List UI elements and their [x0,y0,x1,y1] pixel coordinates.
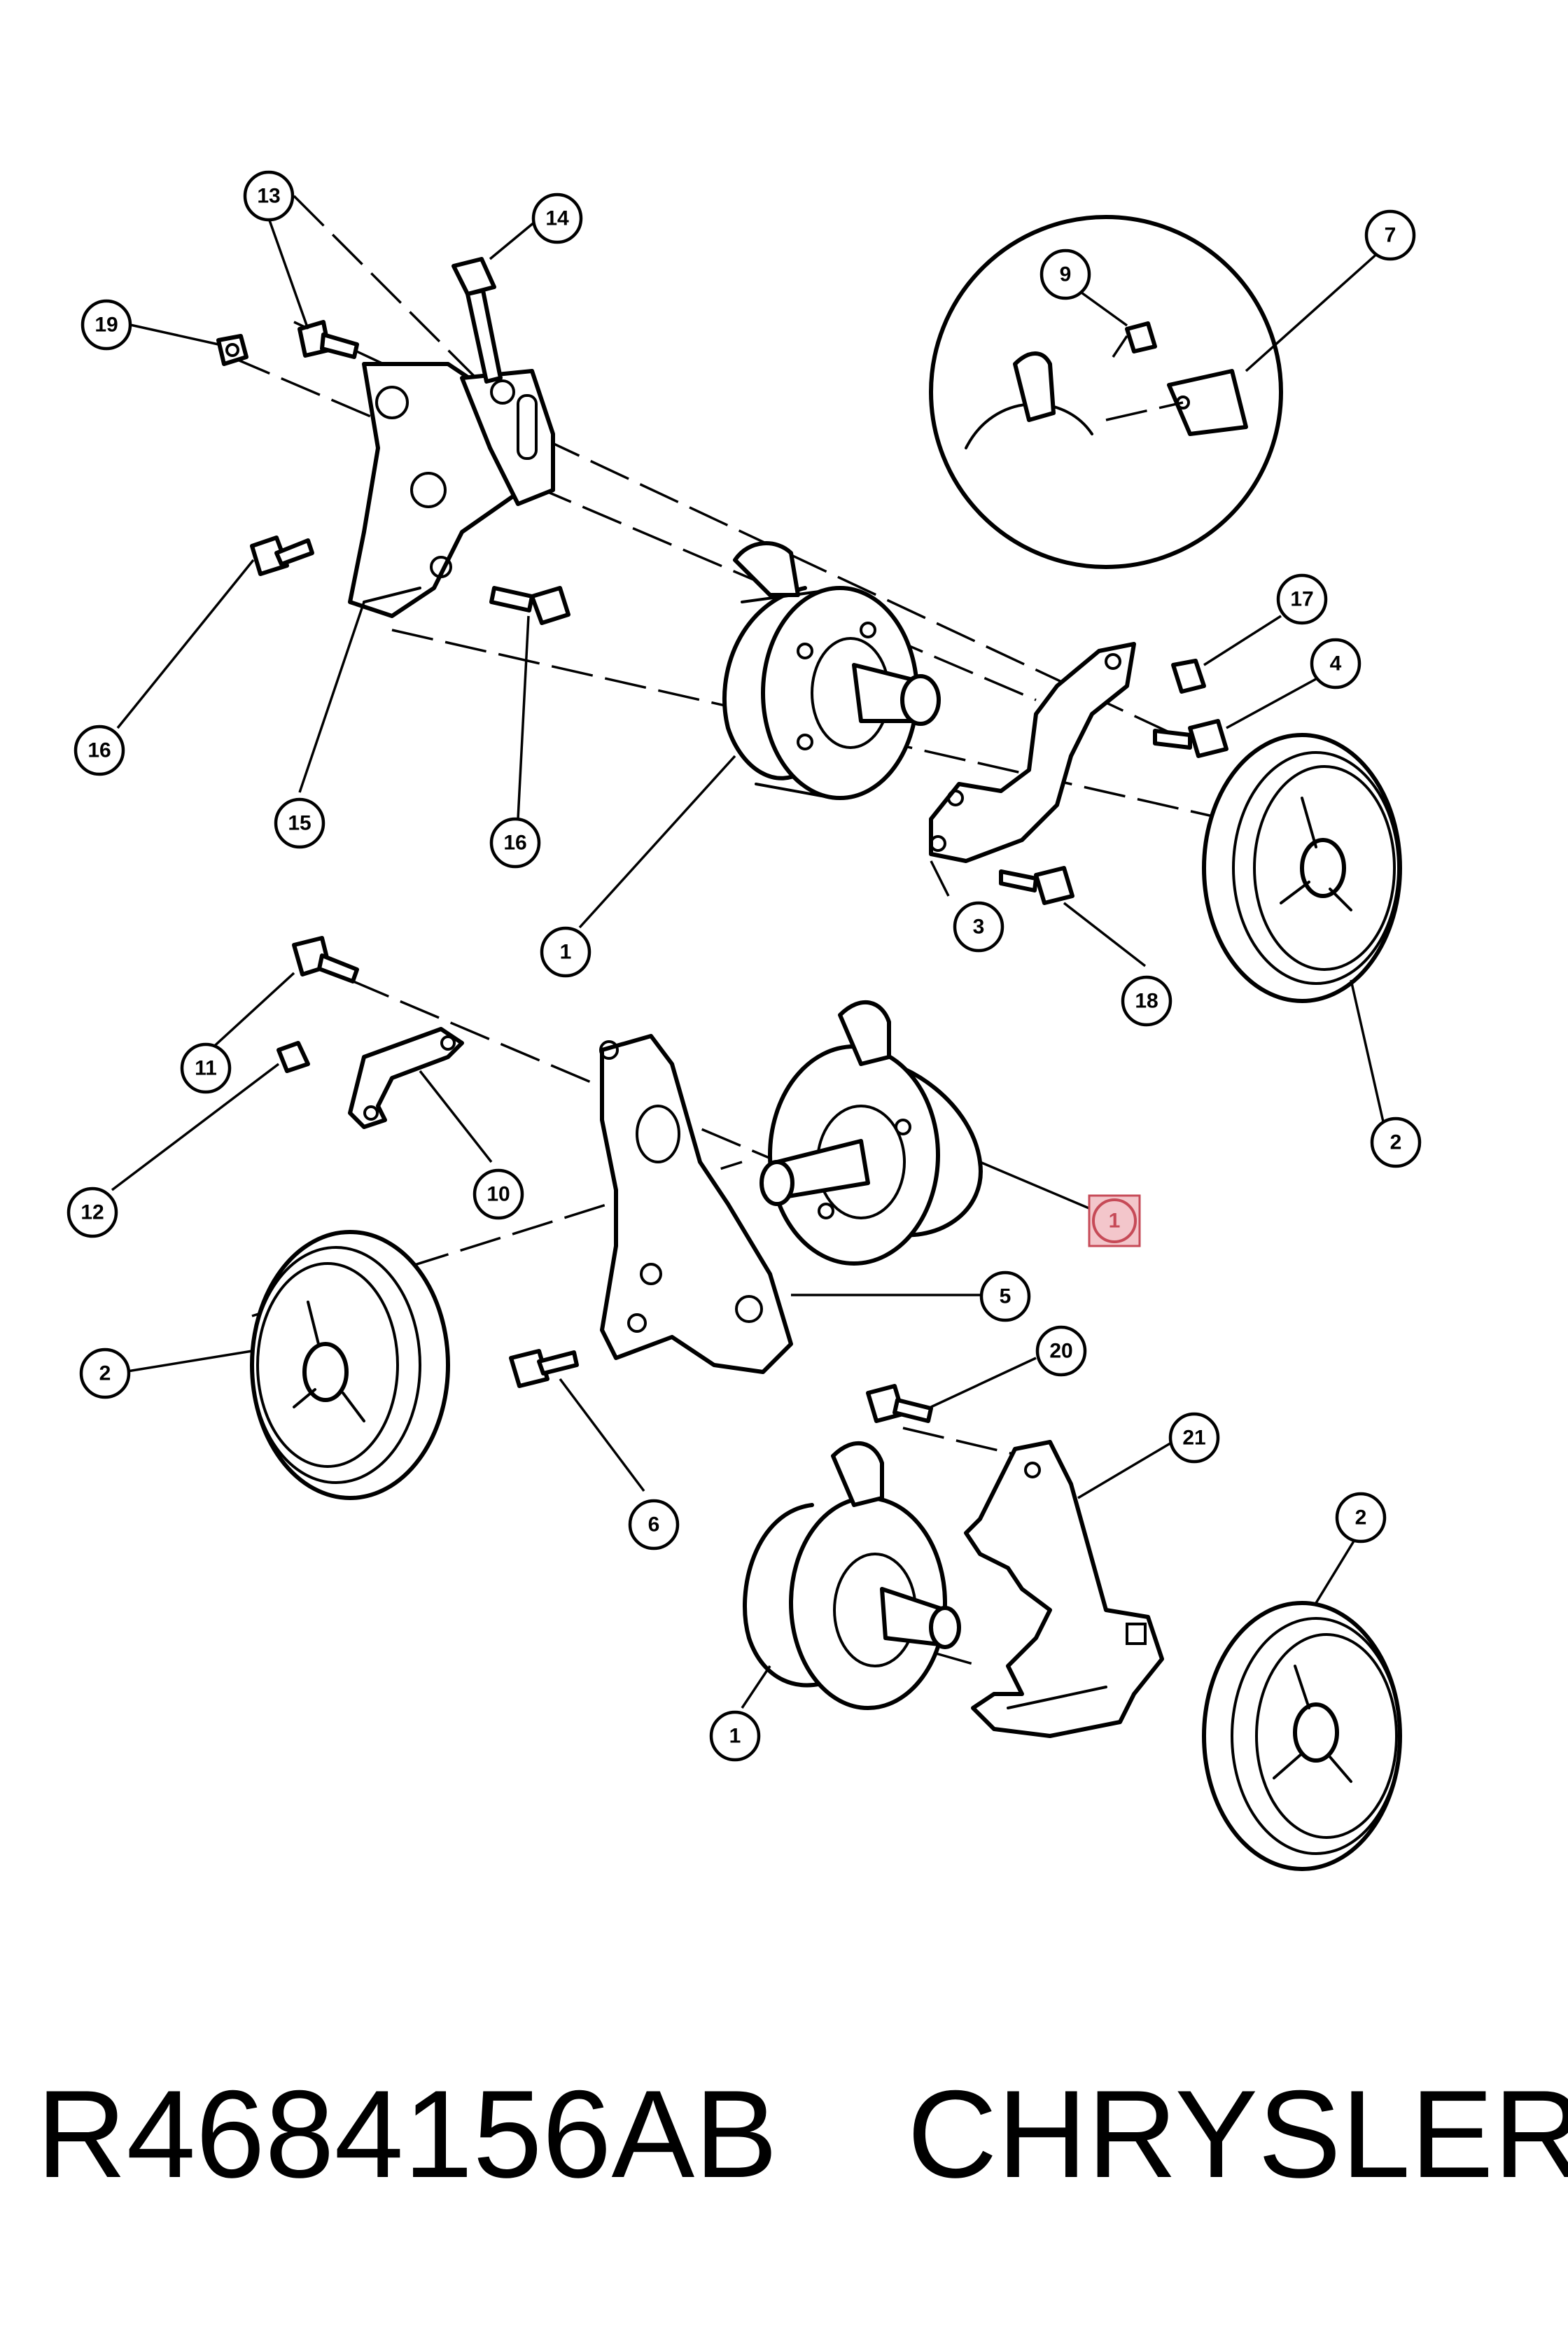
callout-1-highlighted[interactable]: 1 [1088,1194,1141,1247]
svg-text:5: 5 [1000,1285,1011,1308]
bracket-7 [1167,369,1248,436]
callout-10: 10 [472,1168,524,1220]
manufacturer-name: CHRYSLER [907,2064,1568,2204]
nut-19 [216,334,248,366]
callout-13: 13 [243,170,295,222]
bracket-21 [964,1440,1164,1738]
bracket-5 [599,1034,793,1374]
pulley-2-left [250,1230,450,1500]
bolt-20 [866,1384,933,1423]
callout-1: 1 [540,926,592,978]
svg-text:16: 16 [503,832,526,855]
power-steering-pump-bottom [743,1441,961,1710]
callout-12: 12 [66,1186,118,1238]
svg-text:11: 11 [195,1057,217,1080]
callout-1: 1 [709,1710,761,1762]
callout-11: 11 [180,1042,232,1094]
svg-text:18: 18 [1135,990,1158,1013]
nut-9 [1125,321,1157,354]
svg-text:21: 21 [1182,1427,1205,1450]
bolt-16-left [250,536,314,576]
bracket-3 [929,642,1136,863]
svg-text:1: 1 [729,1725,741,1748]
callout-9: 9 [1040,248,1091,300]
nut-12 [276,1041,310,1073]
callout-5: 5 [979,1270,1031,1322]
callout-6: 6 [628,1499,680,1550]
callout-19: 19 [80,299,132,351]
nut-17 [1171,659,1206,694]
svg-text:1: 1 [1109,1210,1121,1233]
callout-20: 20 [1035,1325,1087,1377]
callout-4: 4 [1310,638,1362,690]
bolt-6 [509,1349,579,1388]
callout-16: 16 [74,724,125,776]
svg-text:16: 16 [88,739,111,762]
svg-text:12: 12 [80,1201,104,1224]
pulley-2-top [1202,733,1402,1003]
leader-lines [111,217,1387,1709]
adjusting-bracket [460,369,555,506]
bottom-assembly [743,1384,1402,1871]
callout-2: 2 [79,1348,131,1399]
svg-text:17: 17 [1290,588,1313,611]
bolt-13 [298,320,359,359]
middle-assembly [250,936,983,1500]
callout-2: 2 [1370,1116,1422,1168]
svg-text:2: 2 [1390,1131,1402,1154]
detail-inset [929,215,1283,569]
svg-text:13: 13 [257,185,280,208]
svg-text:10: 10 [486,1183,510,1206]
svg-text:20: 20 [1049,1340,1072,1363]
svg-text:14: 14 [545,207,569,230]
callout-18: 18 [1121,975,1172,1027]
svg-text:2: 2 [1355,1506,1367,1530]
callout-16: 16 [489,817,541,869]
svg-text:6: 6 [648,1513,660,1536]
top-assembly [216,195,1402,1003]
svg-text:4: 4 [1330,652,1342,676]
power-steering-pump-middle [760,1000,983,1266]
pulley-2-right [1202,1601,1402,1871]
power-steering-pump-top [722,541,941,800]
bracket-10 [348,1027,464,1129]
svg-text:7: 7 [1385,224,1396,247]
callout-3: 3 [953,901,1004,953]
bolt-16-right [489,586,570,625]
part-number: R4684156AB [36,2064,778,2204]
bolt-18 [999,866,1074,905]
svg-text:3: 3 [973,916,985,939]
callout-7: 7 [1364,209,1416,261]
callout-17: 17 [1276,573,1328,625]
svg-text:19: 19 [94,314,118,337]
callout-14: 14 [531,192,583,244]
bolt-11 [292,936,359,983]
svg-text:2: 2 [99,1362,111,1385]
svg-text:15: 15 [288,812,311,835]
svg-text:1: 1 [560,941,572,964]
bolt-14 [451,257,503,384]
svg-text:9: 9 [1060,263,1072,286]
bolt-4 [1153,719,1228,758]
callout-15: 15 [274,797,326,849]
callout-21: 21 [1168,1412,1220,1464]
callout-2: 2 [1335,1492,1387,1544]
